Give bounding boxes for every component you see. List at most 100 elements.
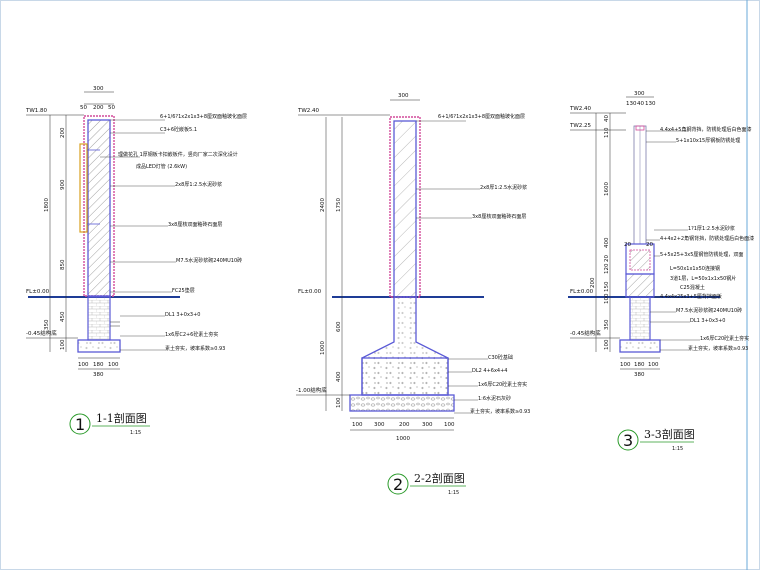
dim-bottom-380: 380: [93, 372, 104, 378]
notes-2: 6+1/6?1x2x1x3+8厘双面釉玻化面层 2x8厚1:2.5水泥砂浆 3x…: [416, 113, 530, 415]
section-number-circle-2: [387, 473, 409, 495]
note-2-1: 2x8厚1:2.5水泥砂浆: [480, 184, 527, 191]
dim-side-900: 900: [60, 179, 66, 190]
dim-bottom-180: 180: [93, 362, 104, 368]
dim-bottom-3-380: 380: [634, 372, 645, 378]
level-top-1: TW1.80: [25, 108, 48, 114]
dim-top-3-300: 300: [634, 91, 645, 97]
level-mid-3: TW2.25: [569, 123, 592, 129]
dim-top-3-130a: 130: [626, 101, 637, 107]
note-3-7: C25混凝土: [680, 284, 705, 291]
wall-top-3: [625, 273, 655, 298]
dim-side-2-1750: 1750: [336, 198, 342, 212]
dim-bottom-2-100b: 100: [444, 422, 455, 428]
note-2-5: 1x6厚C20砼素土夯实: [478, 381, 527, 388]
note-2-0: 6+1/6?1x2x1x3+8厘双面釉玻化面层: [438, 113, 525, 120]
note-1-10: 素土夯实，坡率系数≥0.93: [165, 345, 225, 352]
section-number-1: 1: [75, 415, 85, 434]
dim-bottom-100b: 100: [108, 362, 119, 368]
top-cap-3: [635, 125, 645, 131]
section-number-3: 3: [623, 431, 633, 450]
dim-side-2-1000: 1000: [320, 341, 326, 355]
section-scale-3: 1:15: [672, 446, 683, 452]
note-3-3: 4+4x2+2角钢背挡，防锈处理后白色面漆: [660, 235, 754, 242]
note-3-8: 4.4x4x25x3+5厘背挡面板: [660, 293, 722, 300]
level-bottom-1: -0.45结构底: [26, 329, 57, 337]
dim-bottom-3-100b: 100: [648, 362, 659, 368]
dim-side-2-100: 100: [336, 397, 342, 408]
section-number-2: 2: [393, 475, 403, 494]
note-3-12: 素土夯实，坡率系数≥0.93: [688, 345, 748, 352]
level-bottom-2: -1.00结构底: [296, 386, 327, 394]
dim-bottom-2-1000: 1000: [396, 436, 410, 442]
footing-1: [77, 339, 121, 353]
dim-side-3-400: 400: [604, 237, 610, 248]
section-number-circle-1: [69, 413, 91, 435]
dim-bottom-3-100a: 100: [620, 362, 631, 368]
note-1-6: M7.5水泥砂浆砌240MU10砖: [176, 257, 242, 264]
dim-side-100: 100: [60, 339, 66, 350]
level-floor-2: FL±0.00: [298, 289, 322, 295]
dim-side-3-40: 40: [604, 115, 610, 122]
dim-bottom-2-100a: 100: [352, 422, 363, 428]
section-number-circle-3: [617, 429, 639, 451]
note-3-11: 1x6厚C20砼素土夯实: [700, 335, 749, 342]
dim-top-50a: 50: [80, 105, 87, 111]
dim-side-3-1600: 1600: [604, 182, 610, 196]
section-3-3: 300 130 40 130 TW2.40 TW2.25 FL±0.00 -0.…: [568, 91, 754, 452]
section-scale-2: 1:15: [448, 490, 459, 496]
dim-side-3-120: 120: [604, 263, 610, 274]
section-scale-1: 1:15: [130, 430, 141, 436]
dim-side-200: 200: [60, 127, 66, 138]
dim-bottom-3-180: 180: [634, 362, 645, 368]
note-1-2: 理做花孔 1厚钢板卡扣嵌板件，竖向厂家二次深化设计: [118, 151, 238, 158]
dim-top-2-300: 300: [398, 93, 409, 99]
level-top-2: TW2.40: [297, 108, 320, 114]
note-2-4: DL2 4+6x4+4: [472, 368, 507, 374]
note-3-1: 5+1x10x15厚钢板防锈处理: [676, 137, 740, 144]
level-floor-3: FL±0.00: [570, 289, 594, 295]
dim-bottom-2-300b: 300: [422, 422, 433, 428]
dim-side-3-100b: 100: [604, 339, 610, 350]
note-3-4: 5+5x25+3x5厘钢管防锈处理，双面: [660, 251, 743, 258]
dim-top-3-40: 40: [637, 101, 644, 107]
note-1-8: DL1 3+0x3+0: [165, 312, 200, 318]
note-1-0: 6+1/6?1x2x1x3+8厘双面釉玻化面层: [160, 113, 247, 120]
below-ground-wall-1: [87, 296, 111, 341]
note-3-0: 4.4x4+5角钢背挡，防锈处理后白色面漆: [660, 126, 751, 133]
dim-top-3-130b: 130: [645, 101, 656, 107]
footing-3: [619, 339, 661, 353]
level-floor-1: FL±0.00: [26, 289, 50, 295]
note-3-9: M7.5水泥砂浆砌240MU10砖: [676, 307, 742, 314]
level-bottom-3: -0.45结构底: [570, 329, 601, 337]
foundation-2: [361, 357, 449, 396]
note-3-5: L=50x1x1x50连接钢: [670, 265, 720, 272]
light-fixture-1: [79, 143, 88, 233]
dim-side-2-400: 400: [336, 371, 342, 382]
dim-side-1800: 1800: [44, 198, 50, 212]
dim-bottom-100a: 100: [78, 362, 89, 368]
note-3-2: 1?1厚1:2.5水泥砂浆: [688, 225, 735, 232]
note-1-4: 2x8厚1:2.5水泥砂浆: [175, 181, 222, 188]
note-1-9: 1x6厚C2+6砼素土夯实: [165, 331, 218, 338]
dim-base-3-b: 20: [646, 242, 653, 248]
dim-side-3-150: 150: [604, 281, 610, 292]
dim-side-850: 850: [60, 259, 66, 270]
below-ground-wall-3: [629, 296, 651, 341]
wall-core-2: [393, 120, 417, 298]
dim-bottom-2-300a: 300: [374, 422, 385, 428]
dim-side-3-100: 100: [604, 293, 610, 304]
level-top-3: TW2.40: [569, 106, 592, 112]
note-1-7: FC25垫层: [172, 287, 195, 294]
dim-side-2-600: 600: [336, 321, 342, 332]
dim-side-3-200: 200: [590, 277, 596, 288]
dim-bottom-2-200: 200: [399, 422, 410, 428]
section-2-2: 300 TW2.40 FL±0.00 -1.00结构底 2 400 1750 60…: [296, 93, 530, 496]
notes-3: 4.4x4+5角钢背挡，防锈处理后白色面漆 5+1x10x15厚钢板防锈处理 1…: [646, 126, 754, 352]
dim-side-3-110: 110: [604, 127, 610, 138]
post-base-inner-3: [629, 249, 651, 271]
note-1-3: 成品LED灯管 (2.6kW): [136, 163, 187, 170]
note-1-1: C3+6砼嵌板5.1: [160, 126, 197, 133]
gravel-bed-2: [349, 394, 455, 412]
